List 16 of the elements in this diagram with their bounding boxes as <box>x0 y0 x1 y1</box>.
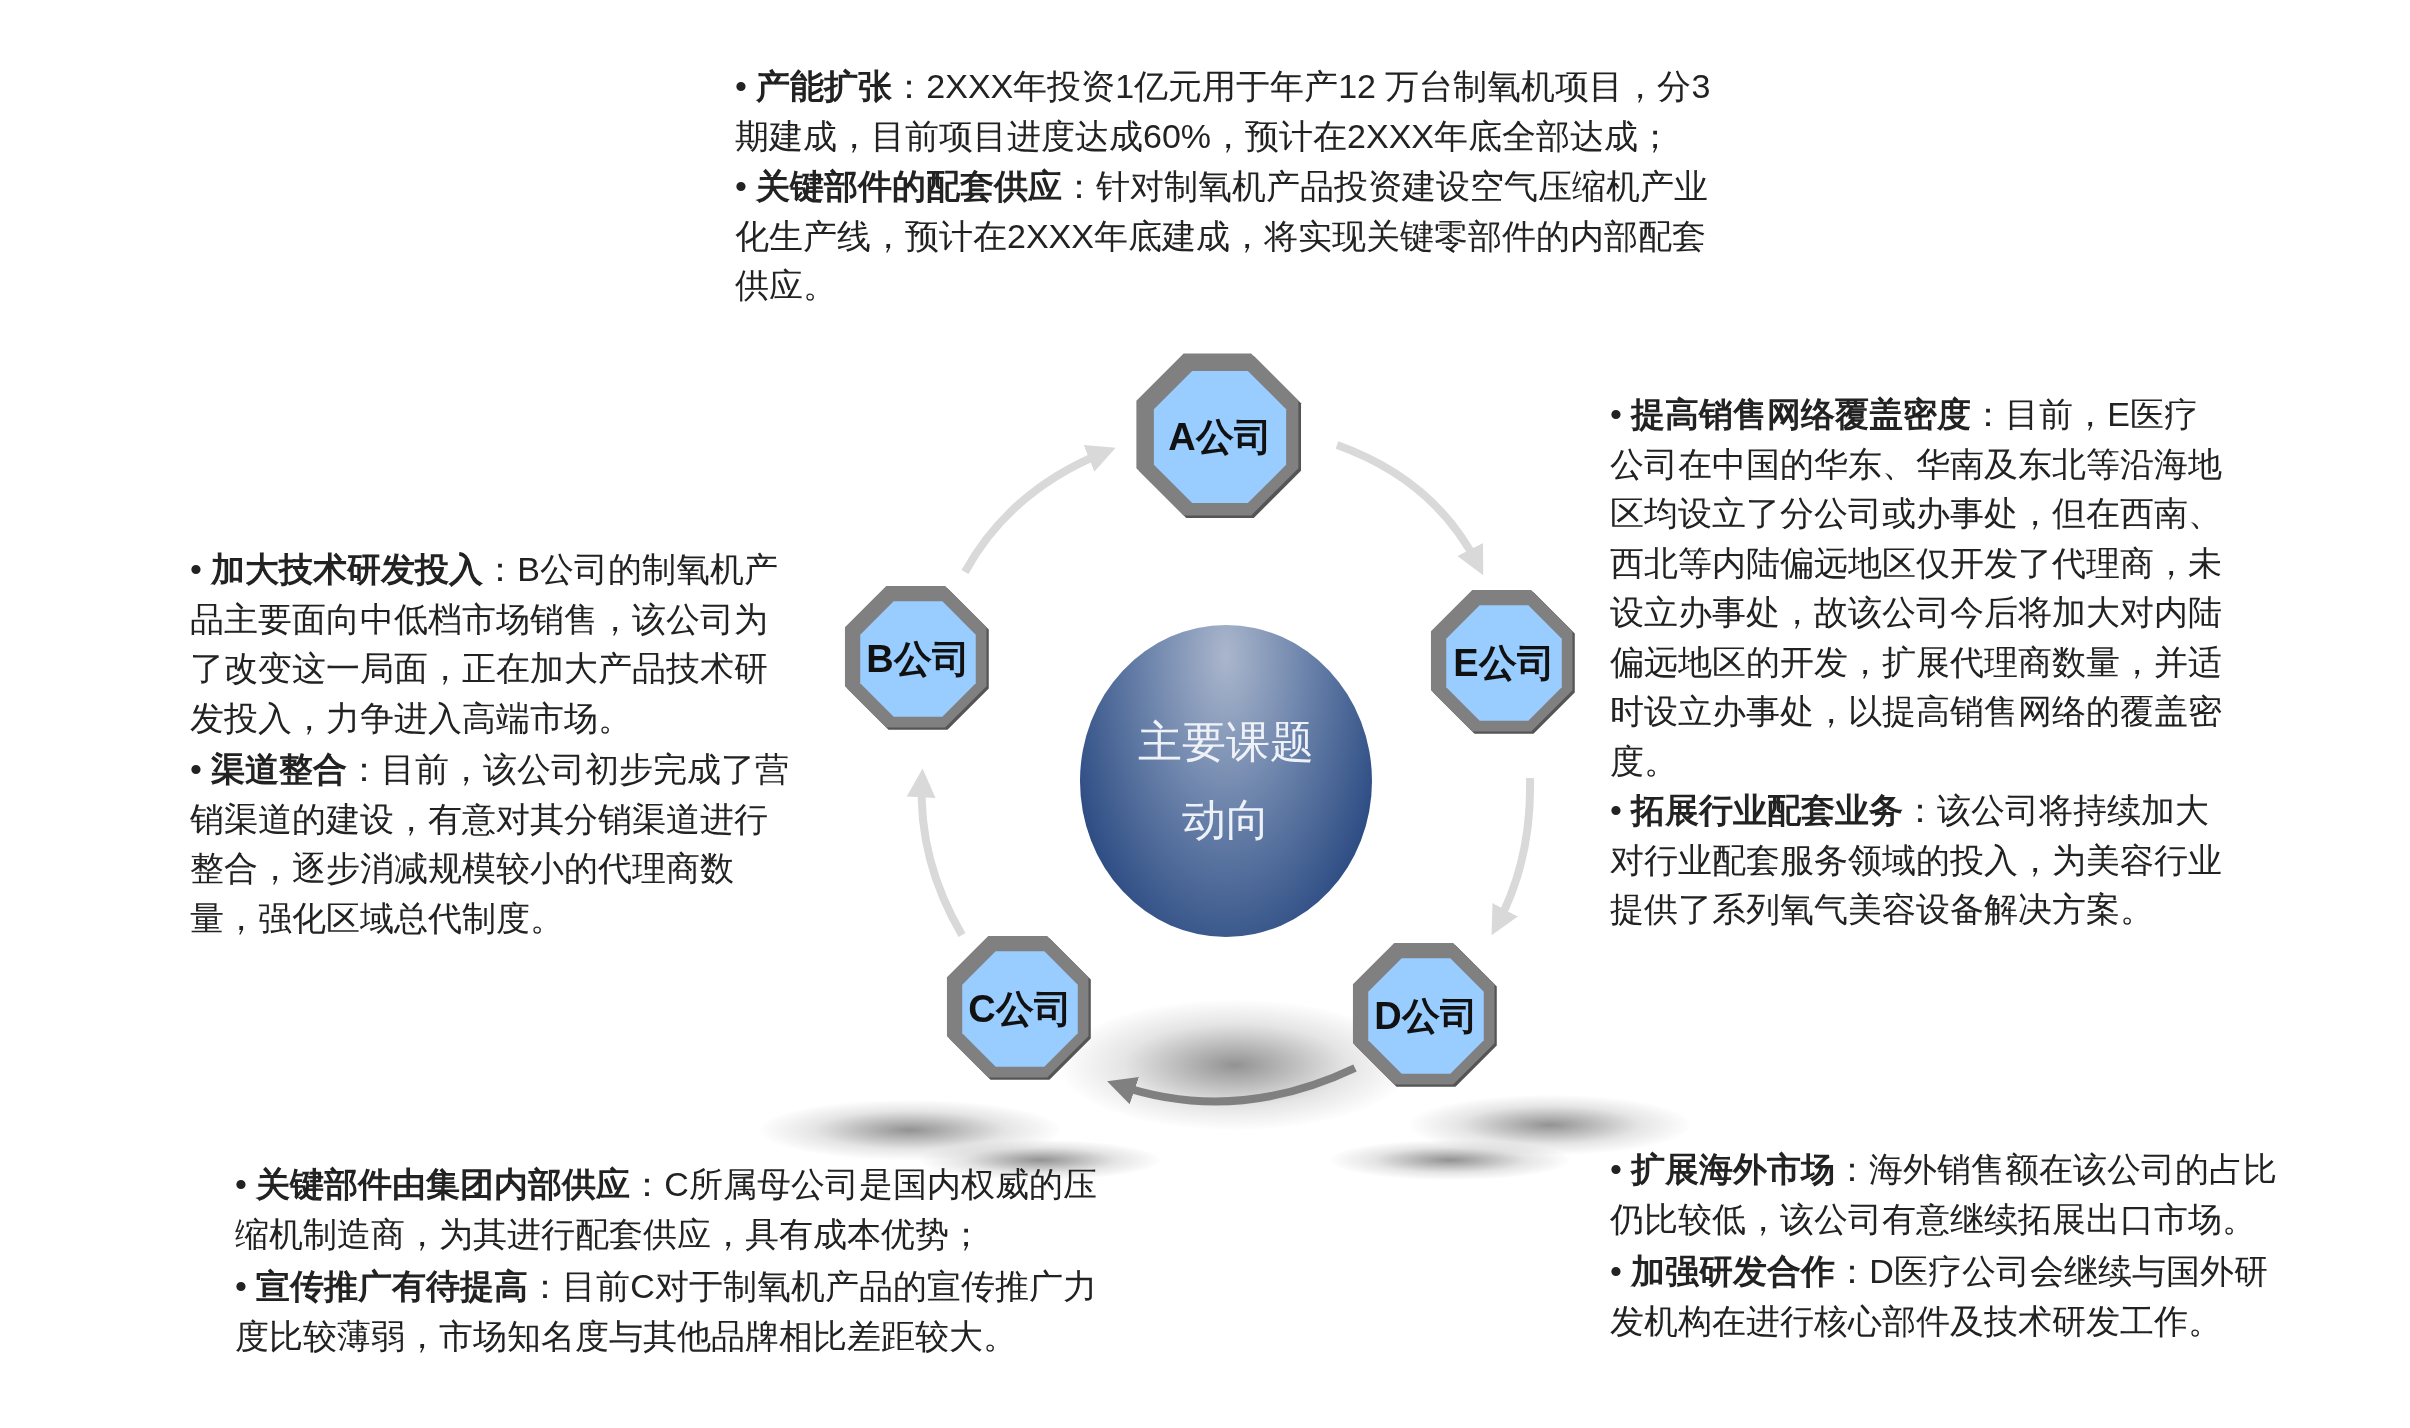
arrow <box>907 768 966 937</box>
bullet-text: • 渠道整合：目前，该公司初步完成了营销渠道的建设，有意对其分销渠道进行整合，逐步消减规模较小的代理商数量，强化区域总代制度。 <box>190 749 790 939</box>
bullet-text: • 拓展行业配套业务：该公司将持续加大对行业配套服务领域的投入，为美容行业提供了系列氧气美容设备解决方案。 <box>1610 790 2223 930</box>
bullet-text: • 扩展海外市场：海外销售额在该公司的占比仍比较低，该公司有意继续拓展出口市场。 <box>1610 1149 2279 1240</box>
bullet-text: • 关键部件由集团内部供应：C所属母公司是国内权威的压缩机制造商，为其进行配套供应，具有成本优势； <box>235 1164 1098 1255</box>
bullet-text: • 关键部件的配套供应：针对制氧机产品投资建设空气压缩机产业化生产线，预计在2XXX年底建成，将实现关键零部件的内部配套供应。 <box>735 166 1710 306</box>
bullet-text: • 提高销售网络覆盖密度：目前，E医疗公司在中国的华东、华南及东北等沿海地区均设立了分公司或办事处，但在西南、西北等内陆偏远地区仅开发了代理商，未设立办事处，故该公司今后将加大对内陆偏远地区的开发，扩展代理商数量，并适时设立办事处，以提高销售网络的覆盖密度。 <box>1610 394 2223 782</box>
bullet-text: • 加大技术研发投入：B公司的制氧机产品主要面向中低档市场销售，该公司为了改变这一局面，正在加大产品技术研发投入，力争进入高端市场。 <box>190 549 780 739</box>
arrow <box>1107 1064 1357 1106</box>
bullet-text: • 加强研发合作：D医疗公司会继续与国外研发机构在进行核心部件及技术研发工作。 <box>1610 1251 2269 1342</box>
bullet-text: • 产能扩张：2XXX年投资1亿元用于年产12 万台制氧机项目，分3期建成，目前项目进度达成60%，预计在2XXX年底全部达成； <box>735 66 1712 157</box>
arrow <box>961 445 1116 575</box>
topic-circle: 主要课题动向 <box>1080 625 1372 937</box>
arrow <box>1491 777 1535 936</box>
bullet-text: • 宣传推广有待提高：目前C对于制氧机产品的宣传推广力度比较薄弱，市场知名度与其他品牌相比差距较大。 <box>235 1266 1098 1357</box>
arrow <box>1335 441 1484 576</box>
